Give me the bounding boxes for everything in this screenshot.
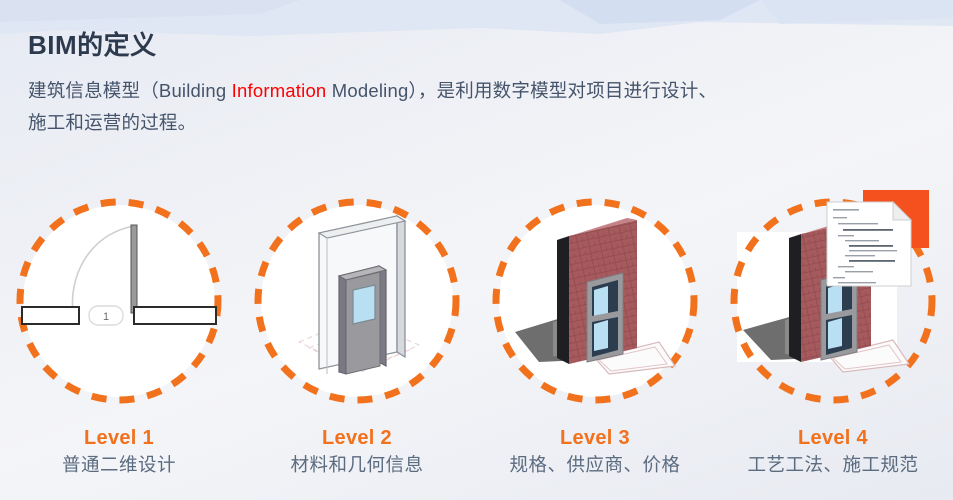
wireframe-wall-door-icon bbox=[254, 198, 460, 404]
level-item-3[interactable]: Level 3 规格、供应商、价格 bbox=[476, 190, 714, 500]
level-1-tag-number: 1 bbox=[103, 311, 109, 323]
level-3-illustration bbox=[487, 190, 703, 412]
page-title: BIM的定义 bbox=[28, 30, 157, 60]
level-4-description: 工艺工法、施工规范 bbox=[747, 454, 919, 475]
level-item-4[interactable]: Level 4 工艺工法、施工规范 bbox=[714, 190, 952, 500]
level-3-label: Level 3 bbox=[560, 427, 630, 449]
level-2-caption: Level 2 材料和几何信息 bbox=[290, 426, 423, 476]
level-1-illustration: 1 bbox=[11, 190, 227, 412]
level-2-illustration bbox=[249, 190, 465, 412]
level-item-1[interactable]: 1 Level 1 普通二维设计 bbox=[0, 190, 238, 500]
level-4-label: Level 4 bbox=[798, 427, 868, 449]
level-4-illustration bbox=[725, 190, 941, 412]
definition-line-2: 施工和运营的过程。 bbox=[28, 112, 197, 133]
levels-row: 1 Level 1 普通二维设计 bbox=[0, 190, 953, 500]
level-1-description: 普通二维设计 bbox=[61, 454, 176, 475]
floor-plan-2d-icon: 1 bbox=[16, 198, 222, 404]
definition-highlight: Information bbox=[231, 80, 327, 102]
level-3-caption: Level 3 规格、供应商、价格 bbox=[509, 426, 680, 476]
header-block: BIM的定义 建筑信息模型（Building Information Model… bbox=[28, 30, 908, 139]
level-4-caption: Level 4 工艺工法、施工规范 bbox=[747, 426, 918, 476]
definition-text-b: Modeling），是利用数字模型对项目进行设计、 bbox=[326, 80, 718, 102]
definition-text-a: 建筑信息模型（Building bbox=[28, 80, 232, 102]
level-2-label: Level 2 bbox=[322, 427, 392, 449]
level-3-description: 规格、供应商、价格 bbox=[509, 454, 681, 475]
level-1-label: Level 1 bbox=[84, 427, 154, 449]
rendered-brick-wall-icon bbox=[492, 198, 698, 404]
brick-wall-with-document-icon bbox=[730, 190, 936, 404]
level-2-description: 材料和几何信息 bbox=[290, 454, 424, 475]
definition-line-1: 建筑信息模型（Building Information Modeling），是利… bbox=[28, 75, 908, 107]
level-1-caption: Level 1 普通二维设计 bbox=[62, 426, 176, 476]
level-item-2[interactable]: Level 2 材料和几何信息 bbox=[238, 190, 476, 500]
